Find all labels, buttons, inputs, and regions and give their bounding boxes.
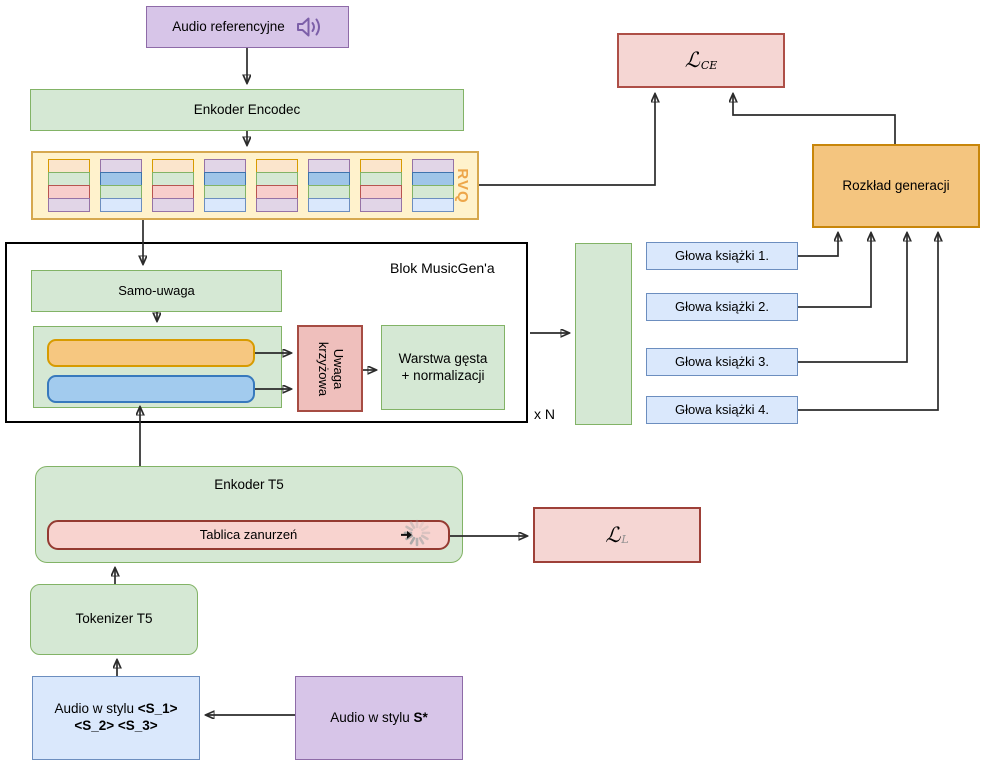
loss-ce-symbol: ℒ	[684, 48, 700, 73]
audio-reference-box: Audio referencyjne	[146, 6, 349, 48]
audio-style-tokens-prefix: Audio w stylu	[54, 701, 138, 717]
dense-norm-line1: Warstwa gęsta	[398, 350, 488, 366]
self-attention-label: Samo-uwaga	[118, 282, 195, 298]
codebook-head-3: Głowa książki 3.	[646, 348, 798, 376]
audio-style-star-box: Audio w stylu S*	[295, 676, 463, 760]
key-value-strip	[47, 375, 255, 403]
rvq-token-column	[412, 159, 454, 212]
loss-l-symbol: ℒ	[605, 522, 621, 547]
block-output-strip	[575, 243, 632, 425]
connector-head3-distribution	[798, 234, 907, 363]
loss-ce-subscript: CE	[700, 58, 718, 72]
loss-ce-box: ℒ CE	[617, 33, 785, 88]
rvq-token-column	[308, 159, 350, 212]
encodec-encoder-label: Enkoder Encodec	[193, 101, 301, 117]
rvq-token-column	[204, 159, 246, 212]
embedding-table-label: Tablica zanurzeń	[199, 526, 298, 542]
audio-style-tokens-2-3: <S_2> <S_3>	[74, 718, 158, 733]
encodec-encoder-box: Enkoder Encodec	[30, 89, 464, 131]
codebook-head-2: Głowa książki 2.	[646, 293, 798, 321]
t5-encoder-label: Enkoder T5	[214, 477, 284, 492]
embedding-table-box: Tablica zanurzeń	[47, 517, 450, 553]
connector-head2-distribution	[798, 234, 871, 308]
rvq-token-column	[256, 159, 298, 212]
connector-head4-distribution	[798, 234, 938, 411]
codebook-head-3-label: Głowa książki 3.	[675, 353, 769, 369]
rvq-token-columns	[48, 159, 454, 212]
loss-l-box: ℒ L	[533, 507, 701, 563]
repeat-n-label: x N	[534, 406, 555, 422]
loss-l-subscript: L	[621, 533, 629, 547]
codebook-head-1-label: Głowa książki 1.	[675, 247, 769, 263]
rvq-token-strip: RVQ	[31, 151, 479, 220]
generation-distribution-box: Rozkład generacji	[812, 144, 980, 228]
cross-attention-box: Uwaga krzyżowa	[297, 325, 363, 412]
dense-norm-label: Warstwa gęsta + normalizacji	[399, 351, 488, 385]
speaker-icon	[295, 16, 323, 38]
dense-norm-box: Warstwa gęsta + normalizacji	[381, 325, 505, 410]
audio-reference-label: Audio referencyjne	[172, 18, 285, 34]
rvq-token-column	[152, 159, 194, 212]
dense-norm-line2: + normalizacji	[401, 367, 485, 383]
rvq-token-column	[360, 159, 402, 212]
codebook-head-1: Głowa książki 1.	[646, 242, 798, 270]
rvq-token-column	[48, 159, 90, 212]
codebook-head-4: Głowa książki 4.	[646, 396, 798, 424]
audio-style-tokens-box: Audio w stylu <S_1> <S_2> <S_3>	[32, 676, 200, 760]
connector-head1-distribution	[798, 234, 838, 257]
connector-rvq-lossce	[479, 95, 655, 186]
audio-style-tokens-label: Audio w stylu <S_1> <S_2> <S_3>	[54, 701, 177, 735]
connector-distribution-lossce	[733, 95, 896, 144]
musicgen-block-title: Blok MusicGen'a	[390, 260, 495, 276]
self-attention-box: Samo-uwaga	[31, 270, 282, 312]
audio-style-star-prefix: Audio w stylu	[330, 709, 414, 725]
t5-tokenizer-label: Tokenizer T5	[75, 611, 153, 627]
spinner-icon	[400, 517, 434, 553]
codebook-head-4-label: Głowa książki 4.	[675, 401, 769, 417]
audio-style-star-token: S*	[413, 709, 428, 725]
audio-style-star-label: Audio w stylu S*	[330, 710, 428, 727]
rvq-label: RVQ	[453, 167, 471, 204]
codebook-head-2-label: Głowa książki 2.	[675, 298, 769, 314]
generation-distribution-label: Rozkład generacji	[842, 177, 950, 193]
query-strip	[47, 339, 255, 367]
cross-attention-label: Uwaga krzyżowa	[316, 341, 346, 396]
audio-style-token-1: <S_1>	[137, 701, 178, 717]
t5-tokenizer-box: Tokenizer T5	[30, 584, 198, 655]
rvq-token-column	[100, 159, 142, 212]
